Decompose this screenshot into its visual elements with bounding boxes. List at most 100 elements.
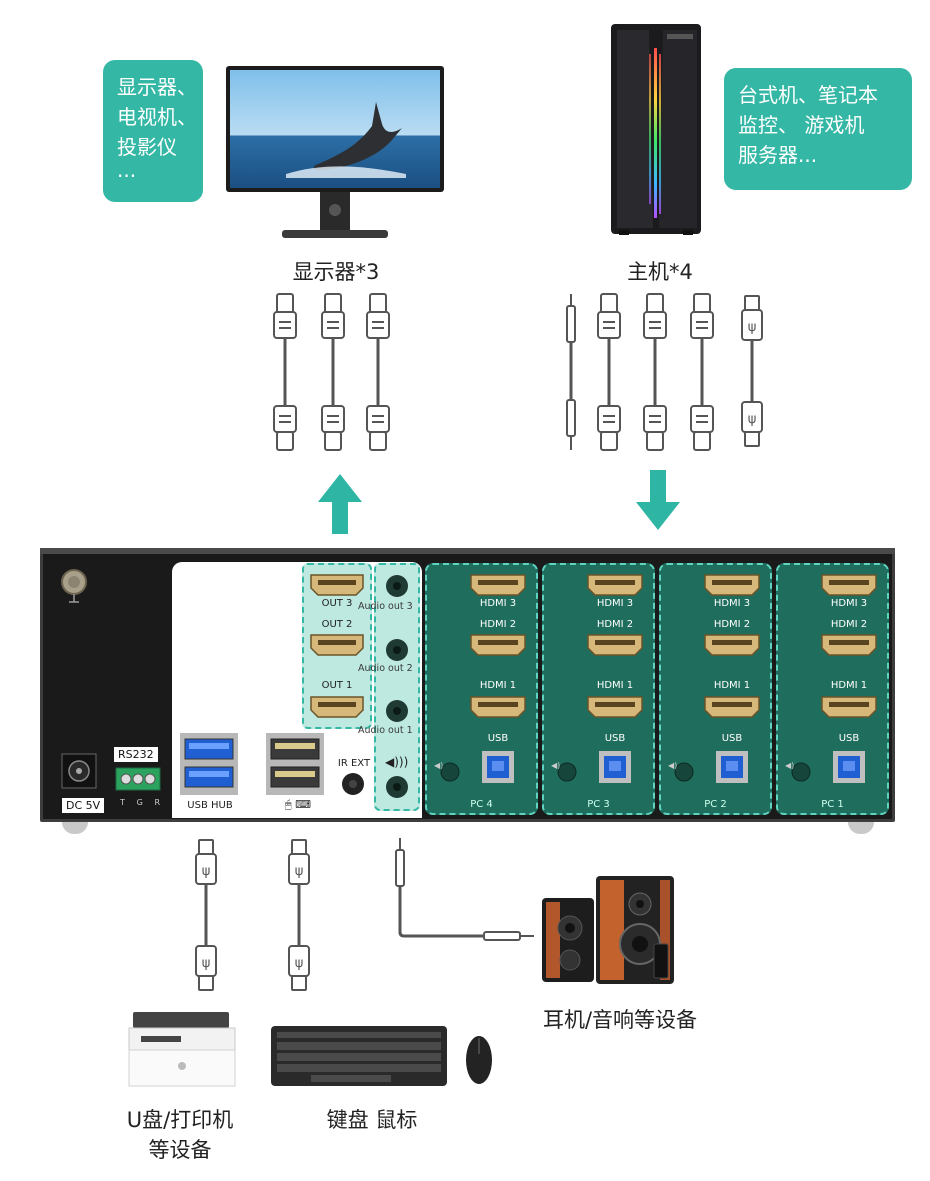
usb-hub-label: USB HUB [187,800,233,811]
caption-keyboard-mouse: 键盘 鼠标 [326,1108,418,1132]
device-foot [62,822,88,834]
audio-jack-2 [386,639,408,661]
arrow-down-icon [636,470,680,530]
usb-label: USB [487,733,509,744]
hdmi-port [821,696,877,718]
device-top-edge [40,548,895,554]
usb-b-port [482,751,514,783]
callout-displays-line: ... [117,158,137,182]
tgr-t: T [120,798,125,807]
svg-text:◀): ◀) [551,761,560,770]
pc-name-label: PC 4 [470,799,493,810]
audio-jack-main [386,776,408,798]
svg-text:◀): ◀) [434,761,443,770]
hdmi3-label: HDMI 3 [713,598,751,609]
callout-displays: 显示器、 电视机、 投影仪 ... [103,60,203,202]
speaker-symbol-icon: ◀))) [385,755,409,769]
caption-usb-devices-2: 等设备 [148,1138,212,1162]
monitor-icon [226,66,444,238]
audio-out1-label: Audio out 1 [358,725,413,736]
keyboard-icon [271,1026,447,1086]
svg-text:ψ: ψ [748,412,757,427]
audio-out2-label: Audio out 2 [358,663,413,674]
hdmi1-label: HDMI 1 [713,680,751,691]
callout-displays-line: 显示器、 [117,75,197,99]
audio-in-jack: ◀) [434,761,460,782]
svg-text:ψ: ψ [202,864,211,879]
svg-text:ψ: ψ [295,864,304,879]
hdmi2-label: HDMI 2 [713,619,751,630]
hdmi-cable-icon [366,293,390,451]
hdmi-port [821,574,877,596]
caption-displays: 显示器*3 [292,260,380,284]
ir-ext-jack [342,773,364,795]
usb-b-port [833,751,865,783]
svg-text:◀): ◀) [785,761,794,770]
hdmi-cable-icon [690,293,714,451]
arrow-up-icon [318,474,362,534]
hdmi-cable-icon [597,293,621,451]
usb-cable-icon: ψ ψ [288,839,310,991]
printer-icon [128,1012,236,1087]
keyboard-mouse-ports [266,733,324,795]
pc-name-label: PC 3 [587,799,610,810]
audio-jack-cable-icon [395,838,534,941]
callout-hosts-line: 监控、 游戏机 [738,113,865,137]
device-foot [848,822,874,834]
callout-hosts-line: 服务器... [738,143,818,167]
hdmi3-label: HDMI 3 [596,598,634,609]
audio-jack-1 [386,700,408,722]
audio-out3-label: Audio out 3 [358,601,413,612]
audio-in-jack: ◀) [551,761,577,782]
callout-displays-line: 投影仪 [117,135,177,159]
svg-text:ψ: ψ [748,320,757,335]
hdmi-cable-icon [321,293,345,451]
pc-name-label: PC 2 [704,799,727,810]
dc-jack-icon [61,753,97,789]
usb-label: USB [604,733,626,744]
audio-out-group [374,563,420,811]
hdmi2-label: HDMI 2 [830,619,868,630]
rs232-label: RS232 [114,747,158,762]
kb-mouse-port-label: 🖱 ⌨ [285,798,311,811]
hdmi-port [470,634,526,656]
usb-label: USB [838,733,860,744]
hdmi2-label: HDMI 2 [596,619,634,630]
usb-hub-ports [180,733,238,795]
tgr-r: R [154,798,160,807]
hdmi-port [587,696,643,718]
callout-displays-line: 电视机、 [117,105,197,129]
caption-audio-devices: 耳机/音响等设备 [542,1008,698,1032]
hdmi-port [821,634,877,656]
tgr-labels: T G R [120,798,160,807]
hdmi3-label: HDMI 3 [479,598,517,609]
hdmi-port-out1 [310,696,364,718]
hdmi-cable-icon [273,293,297,451]
hdmi1-label: HDMI 1 [830,680,868,691]
hdmi1-label: HDMI 1 [596,680,634,691]
callout-hosts: 台式机、笔记本 监控、 游戏机 服务器... [724,68,912,190]
usb-cable-icon: ψ ψ [741,295,763,447]
audio-jack-cable-icon [566,294,576,450]
out3-label: OUT 3 [321,598,353,609]
usb-label: USB [721,733,743,744]
hdmi-port [587,634,643,656]
hdmi1-label: HDMI 1 [479,680,517,691]
caption-hosts: 主机*4 [627,260,693,284]
hdmi-port-out3 [310,574,364,596]
pc-name-label: PC 1 [821,799,844,810]
dc-label: DC 5V [62,798,105,813]
hdmi2-label: HDMI 2 [479,619,517,630]
out1-label: OUT 1 [321,680,353,691]
audio-in-jack: ◀) [668,761,694,782]
usb-cable-icon: ψ ψ [195,839,217,991]
hdmi-port [704,574,760,596]
hdmi3-label: HDMI 3 [830,598,868,609]
hdmi-port [470,574,526,596]
callout-hosts-line: 台式机、笔记本 [738,83,878,107]
speakers-icon [542,876,674,984]
ground-screw-icon [61,569,87,603]
svg-text:ψ: ψ [202,956,211,971]
hdmi-port-out2 [310,634,364,656]
mouse-icon [466,1036,492,1084]
